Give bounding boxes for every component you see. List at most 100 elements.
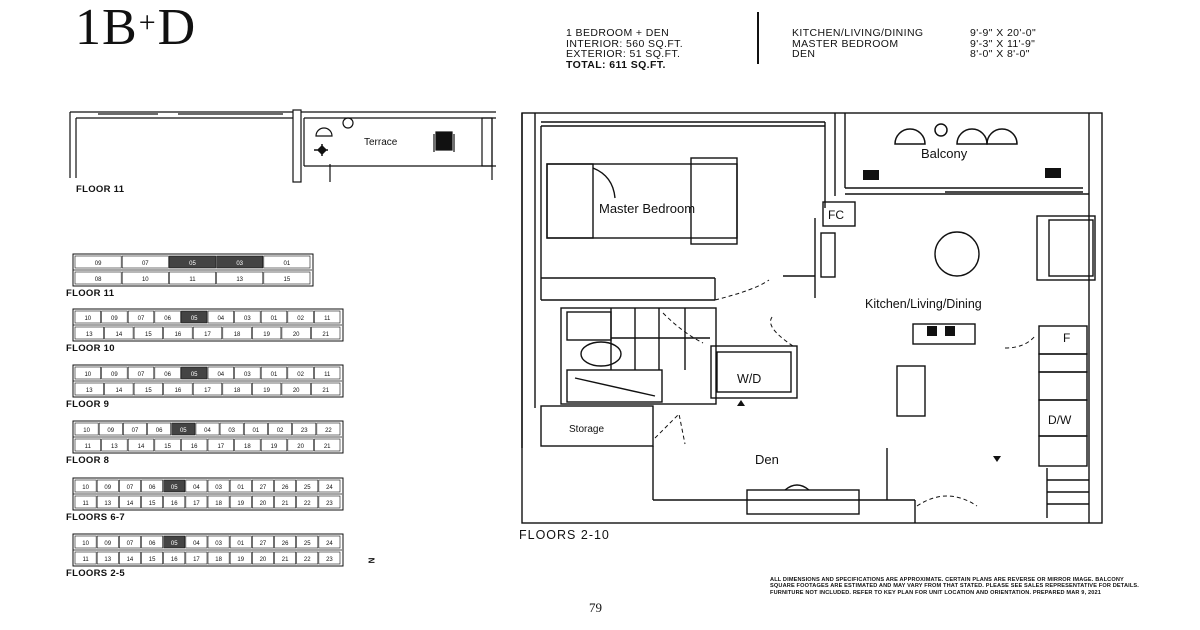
- key-plan-unit-cell: [311, 326, 341, 340]
- key-plan-unit-number: 09: [107, 428, 114, 434]
- key-plan-unit-number: 14: [127, 557, 134, 563]
- key-plan-unit-number: 06: [149, 485, 156, 491]
- key-plan-unit-number: 09: [104, 485, 111, 491]
- key-plan-unit-cell: [74, 310, 101, 324]
- key-plan-unit-number: 19: [237, 501, 244, 507]
- key-plan-unit-cell: [141, 479, 163, 493]
- key-plan-unit-number: 04: [193, 485, 200, 491]
- key-plan-unit-cell: [185, 535, 208, 549]
- key-plan-unit-number: 02: [277, 428, 284, 434]
- key-plan-unit-cell: [133, 382, 163, 396]
- key-plan-label: FLOOR 9: [66, 399, 110, 410]
- key-plan-unit-number: 11: [85, 444, 92, 450]
- room-size: 9'-3" x 11'-9": [970, 37, 1036, 50]
- key-plan-unit-cell: [185, 551, 208, 565]
- wd-label: W/D: [737, 372, 761, 386]
- key-plan-unit-number: 19: [271, 444, 278, 450]
- key-plan-unit-cell: [292, 422, 317, 436]
- key-plan-unit-number: 01: [271, 372, 278, 378]
- key-plan-unit-cell: [260, 310, 288, 324]
- key-plan-unit-number: 01: [237, 541, 244, 547]
- key-plan-label: FLOORS 2-5: [66, 568, 125, 579]
- key-plan-unit-number: 13: [104, 557, 111, 563]
- key-plan-unit-number: 21: [322, 332, 329, 338]
- key-plan-unit-number: 03: [228, 428, 235, 434]
- key-plan-unit-cell: [74, 326, 104, 340]
- key-plan-unit-cell: [252, 326, 282, 340]
- key-plan-unit-cell: [74, 438, 101, 452]
- area-specs: 1 BEDROOM + DEN INTERIOR: 560 SQ.FT. EXT…: [566, 28, 683, 70]
- master-bedroom-label: Master Bedroom: [599, 201, 695, 216]
- key-plan-unit-cell: [127, 438, 155, 452]
- dw-label: D/W: [1048, 413, 1072, 427]
- key-plan-unit-cell: [171, 422, 196, 436]
- key-plan-unit-cell: [219, 422, 244, 436]
- key-plan-unit-number: 11: [189, 277, 196, 283]
- key-plan-unit-number: 13: [86, 388, 93, 394]
- storage-label: Storage: [569, 424, 604, 435]
- key-plan-unit-cell: [74, 535, 97, 549]
- key-plan-unit-cell: [260, 366, 288, 380]
- key-plan-unit-cell: [195, 422, 220, 436]
- key-plan-unit-cell: [274, 495, 296, 509]
- unit-type: 1 BEDROOM + DEN: [566, 27, 670, 39]
- key-plan-unit-cell: [263, 255, 311, 269]
- key-plan-unit-number: 27: [260, 541, 267, 547]
- key-plan-unit-cell: [207, 535, 230, 549]
- key-plan-unit-number: 16: [171, 557, 178, 563]
- terrace-plan: Terrace: [69, 109, 496, 183]
- key-plan-label: FLOOR 11: [66, 288, 115, 299]
- key-plan-unit-cell: [98, 422, 123, 436]
- key-plan-unit-number: 04: [217, 316, 224, 322]
- key-plan-unit-number: 04: [204, 428, 211, 434]
- key-plan-unit-number: 07: [127, 485, 134, 491]
- key-plan-unit-cell: [260, 438, 288, 452]
- key-plan-unit-cell: [252, 551, 274, 565]
- key-plan-unit-cell: [163, 551, 186, 565]
- page-number: 79: [589, 600, 602, 615]
- key-plan-unit-cell: [287, 438, 314, 452]
- key-plan-unit-cell: [123, 422, 147, 436]
- key-plan-unit-cell: [296, 479, 319, 493]
- key-plan-unit-number: 14: [115, 332, 122, 338]
- key-plan-unit-number: 03: [215, 541, 222, 547]
- key-plan-unit-number: 21: [324, 444, 331, 450]
- key-plan-unit-cell: [318, 551, 341, 565]
- key-plan-unit-cell: [318, 479, 341, 493]
- key-plan-unit-cell: [318, 495, 341, 509]
- key-plan-unit-number: 06: [156, 428, 163, 434]
- key-plan-unit-cell: [181, 438, 208, 452]
- terrace-floor-label: FLOOR 11: [76, 184, 125, 195]
- key-plan-unit-number: 20: [260, 501, 267, 507]
- key-plan-unit-cell: [104, 326, 134, 340]
- key-plan-unit-cell: [281, 382, 311, 396]
- room-name: KITCHEN/LIVING/DINING: [792, 27, 924, 39]
- key-plan-unit-number: 05: [171, 541, 178, 547]
- key-plan-unit-cell: [96, 551, 119, 565]
- key-plan-unit-number: 03: [236, 261, 243, 267]
- key-plan-unit-cell: [234, 366, 261, 380]
- key-plan-unit-cell: [119, 495, 141, 509]
- key-plan-unit-number: 20: [260, 557, 267, 563]
- key-plan-unit-cell: [229, 551, 252, 565]
- key-plan-unit-number: 15: [284, 277, 291, 283]
- disclaimer-text: ALL DIMENSIONS AND SPECIFICATIONS ARE AP…: [770, 577, 1140, 596]
- key-plan-unit-number: 03: [215, 485, 222, 491]
- key-plan-label: FLOOR 8: [66, 455, 110, 466]
- key-plan-unit-number: 21: [282, 501, 289, 507]
- key-plan-unit-cell: [74, 551, 97, 565]
- key-plan-unit-cell: [101, 366, 128, 380]
- key-plan-unit-cell: [74, 382, 104, 396]
- key-plan-unit-cell: [119, 551, 141, 565]
- exterior-area: EXTERIOR: 51 SQ.FT.: [566, 48, 681, 60]
- key-plan-unit-number: 06: [164, 316, 171, 322]
- key-plan-unit-cell: [252, 382, 282, 396]
- key-plan-unit-cell: [234, 310, 261, 324]
- key-plan-unit-cell: [316, 422, 341, 436]
- unit-title-suffix: D: [157, 0, 197, 56]
- key-plan-unit-number: 10: [84, 316, 91, 322]
